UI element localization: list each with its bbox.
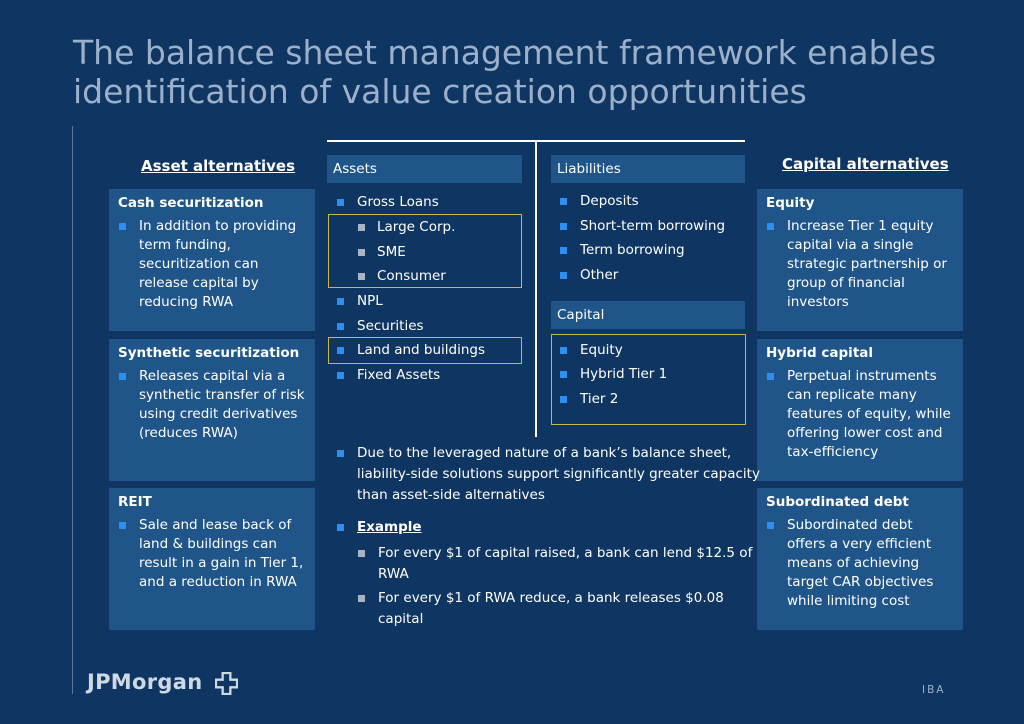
bullet-square-icon [337, 298, 344, 305]
bullet-square-icon [560, 371, 567, 378]
capital-highlight-box [551, 334, 746, 425]
bullet-square-icon [560, 272, 567, 279]
capital-item: Equity [559, 341, 623, 360]
example-item: For every $1 of RWA reduce, a bank relea… [357, 588, 763, 630]
balance-sheet-divider [535, 140, 537, 437]
bullet-square-icon [337, 524, 344, 531]
bullet-square-icon [358, 249, 365, 256]
bullet-square-icon [337, 347, 344, 354]
bullet-square-icon [337, 372, 344, 379]
bullet-square-icon [560, 396, 567, 403]
leverage-note: Due to the leveraged nature of a bank’s … [336, 443, 767, 506]
asset-alternatives-heading: Asset alternatives [141, 157, 296, 175]
liability-item: Deposits [559, 192, 639, 211]
bullet-square-icon [119, 522, 126, 529]
reit-box: REIT Sale and lease back of land & build… [109, 488, 315, 630]
bullet-square-icon [767, 522, 774, 529]
capital-item: Hybrid Tier 1 [559, 365, 667, 384]
hybrid-capital-box: Hybrid capital Perpetual instruments can… [757, 339, 963, 481]
box-bullet: In addition to providing term funding, s… [118, 217, 306, 312]
capital-alternatives-heading: Capital alternatives [782, 155, 949, 173]
box-bullet: Sale and lease back of land & buildings … [118, 516, 306, 592]
asset-sub-item: SME [357, 243, 406, 262]
box-bullet: Perpetual instruments can replicate many… [766, 367, 954, 462]
box-title: Cash securitization [118, 195, 264, 211]
bullet-square-icon [358, 550, 365, 557]
equity-box: Equity Increase Tier 1 equity capital vi… [757, 189, 963, 331]
cash-securitization-box: Cash securitization In addition to provi… [109, 189, 315, 331]
bullet-square-icon [358, 273, 365, 280]
asset-item: NPL [336, 292, 383, 311]
page-title: The balance sheet management framework e… [73, 33, 937, 111]
bullet-square-icon [119, 373, 126, 380]
box-title: Subordinated debt [766, 494, 909, 510]
box-title: Synthetic securitization [118, 345, 300, 361]
liability-item: Term borrowing [559, 241, 685, 260]
box-bullet: Releases capital via a synthetic transfe… [118, 367, 306, 443]
capital-header: Capital [551, 301, 745, 329]
liability-item: Short-term borrowing [559, 217, 725, 236]
capital-item: Tier 2 [559, 390, 618, 409]
bullet-square-icon [358, 595, 365, 602]
left-divider [72, 126, 73, 694]
jpmorgan-octagon-icon [215, 672, 238, 695]
liabilities-header: Liabilities [551, 155, 745, 183]
bullet-square-icon [767, 373, 774, 380]
asset-item: Fixed Assets [336, 366, 440, 385]
bullet-square-icon [560, 247, 567, 254]
box-bullet: Increase Tier 1 equity capital via a sin… [766, 217, 954, 312]
bullet-square-icon [560, 198, 567, 205]
asset-sub-item: Consumer [357, 267, 446, 286]
bullet-square-icon [560, 347, 567, 354]
land-highlight-box [328, 337, 522, 364]
liability-item: Other [559, 266, 618, 285]
synthetic-securitization-box: Synthetic securitization Releases capita… [109, 339, 315, 481]
example-heading: Example [336, 517, 767, 538]
box-title: REIT [118, 494, 152, 510]
bullet-square-icon [337, 323, 344, 330]
asset-item: Land and buildings [336, 341, 485, 360]
box-title: Equity [766, 195, 815, 211]
jpmorgan-logo: JPMorgan [87, 670, 203, 694]
box-bullet: Subordinated debt offers a very efficien… [766, 516, 954, 611]
bullet-square-icon [358, 224, 365, 231]
subordinated-debt-box: Subordinated debt Subordinated debt offe… [757, 488, 963, 630]
loans-highlight-box [328, 214, 522, 288]
bullet-square-icon [767, 223, 774, 230]
footer-code: IBA [922, 684, 946, 696]
example-item: For every $1 of capital raised, a bank c… [357, 543, 758, 585]
asset-sub-item: Large Corp. [357, 218, 455, 237]
box-title: Hybrid capital [766, 345, 874, 361]
assets-header: Assets [327, 155, 522, 183]
asset-item: Gross Loans [336, 193, 439, 212]
bullet-square-icon [119, 223, 126, 230]
asset-item: Securities [336, 317, 424, 336]
bullet-square-icon [337, 199, 344, 206]
bullet-square-icon [560, 223, 567, 230]
bullet-square-icon [337, 450, 344, 457]
